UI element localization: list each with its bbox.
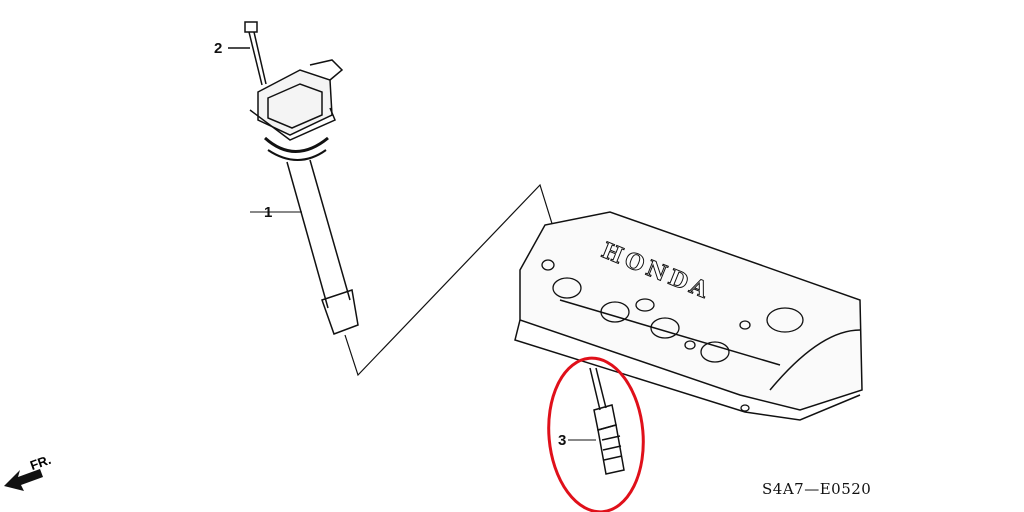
diagram-code: S4A7—E0520 (762, 480, 872, 498)
bolt-drawing (228, 21, 267, 86)
front-arrow-icon (4, 469, 43, 491)
spark-plug-drawing (568, 367, 625, 475)
valve-cover-drawing: HONDA (514, 211, 863, 421)
callout-3: 3 (558, 432, 567, 449)
ignition-coil-drawing (249, 59, 359, 335)
callout-1: 1 (264, 204, 273, 221)
callout-2: 2 (214, 40, 223, 57)
